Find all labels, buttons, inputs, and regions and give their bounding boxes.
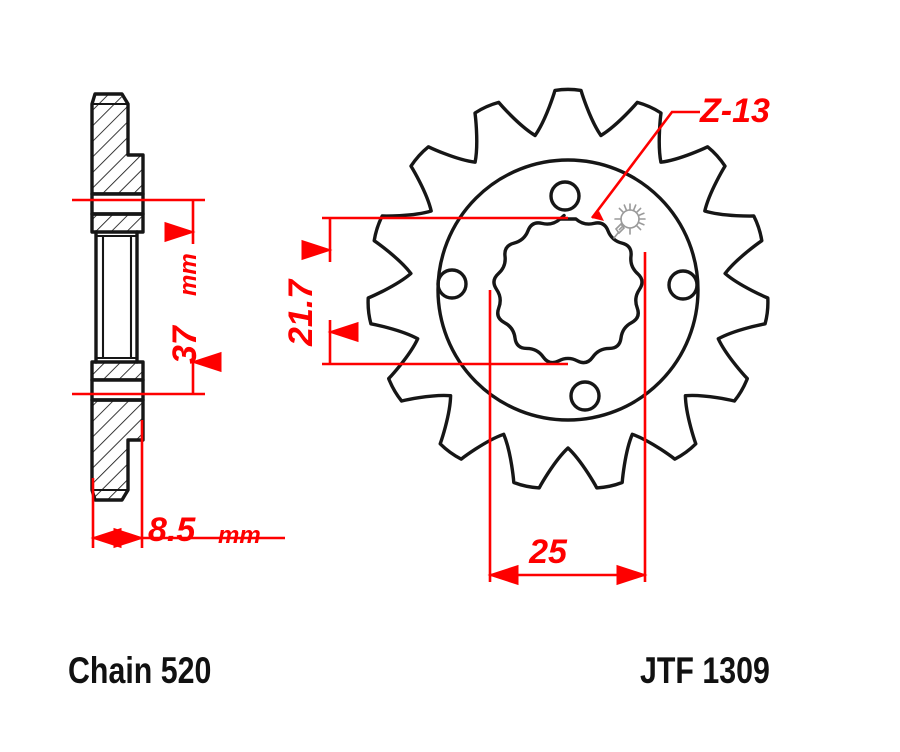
leader-z13	[590, 110, 700, 221]
sprocket-watermark-icon	[613, 203, 646, 239]
dimension-texts: 37 mm 8.5 mm 21.7 25 Z-13	[148, 92, 770, 571]
dimension-37mm	[72, 198, 222, 396]
side-lower-hatch-band	[90, 360, 145, 382]
dim-unit-85: mm	[218, 522, 261, 549]
bolt-hole-left	[436, 268, 468, 300]
hub-circle	[436, 158, 700, 422]
dim-unit-37: mm	[175, 253, 202, 296]
side-section-view	[90, 92, 145, 502]
side-upper-tooth	[90, 92, 145, 196]
dim-label-25: 25	[528, 533, 568, 571]
spline-bore-outline	[492, 213, 644, 365]
dim-label-37: 37	[166, 324, 204, 364]
dim-label-217: 21.7	[282, 278, 320, 347]
dimension-21-7	[301, 216, 568, 366]
dim-label-85: 8.5	[148, 511, 196, 549]
dimension-25	[487, 252, 648, 586]
sprocket-face-view	[366, 87, 770, 490]
side-web	[94, 230, 139, 364]
leader-arrow-z13	[592, 211, 604, 221]
side-upper-hatch-band	[90, 212, 145, 234]
leader-line-z13	[590, 110, 700, 219]
bolt-hole-right	[667, 269, 699, 301]
sprocket-teeth-outline	[366, 87, 770, 490]
bolt-hole-bottom	[569, 380, 601, 412]
side-upper-rim	[90, 192, 145, 216]
side-lower-rim	[90, 378, 145, 402]
side-lower-tooth	[90, 398, 145, 502]
dim-label-z13: Z-13	[699, 92, 770, 130]
bolt-hole-top	[549, 180, 581, 212]
dimension-8-5mm	[90, 420, 285, 549]
